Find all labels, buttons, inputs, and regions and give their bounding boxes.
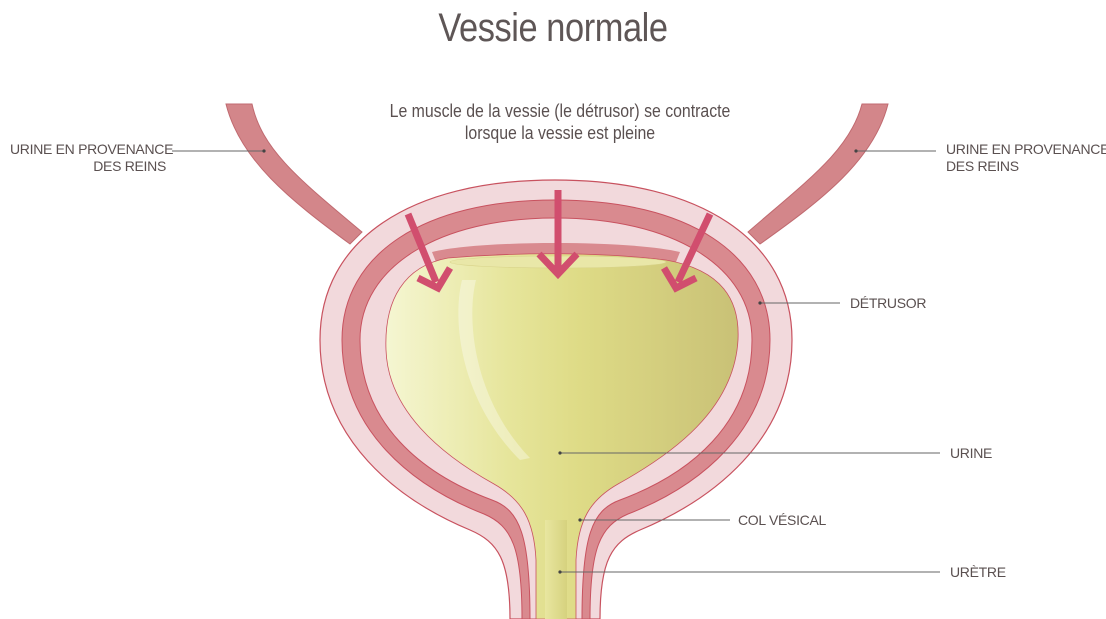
label-ureter-right-line1: URINE EN PROVENANCE	[946, 141, 1106, 158]
label-ureter-left-line1: URINE EN PROVENANCE	[10, 141, 166, 158]
urethra-channel	[545, 520, 567, 619]
right-ureter	[748, 104, 888, 244]
label-ureter-right: URINE EN PROVENANCE DES REINS	[946, 141, 1106, 175]
label-detrusor: DÉTRUSOR	[850, 295, 926, 312]
left-ureter	[226, 104, 362, 244]
label-ureter-right-line2: DES REINS	[946, 158, 1106, 175]
label-urethra: URÈTRE	[950, 564, 1006, 581]
label-urine-text: URINE	[950, 445, 992, 462]
label-bladder-neck-text: COL VÉSICAL	[738, 512, 826, 529]
label-ureter-left: URINE EN PROVENANCE DES REINS	[10, 141, 166, 175]
label-bladder-neck: COL VÉSICAL	[738, 512, 826, 529]
label-urine: URINE	[950, 445, 992, 462]
label-urethra-text: URÈTRE	[950, 564, 1006, 581]
label-ureter-left-line2: DES REINS	[10, 158, 166, 175]
label-detrusor-text: DÉTRUSOR	[850, 295, 926, 312]
